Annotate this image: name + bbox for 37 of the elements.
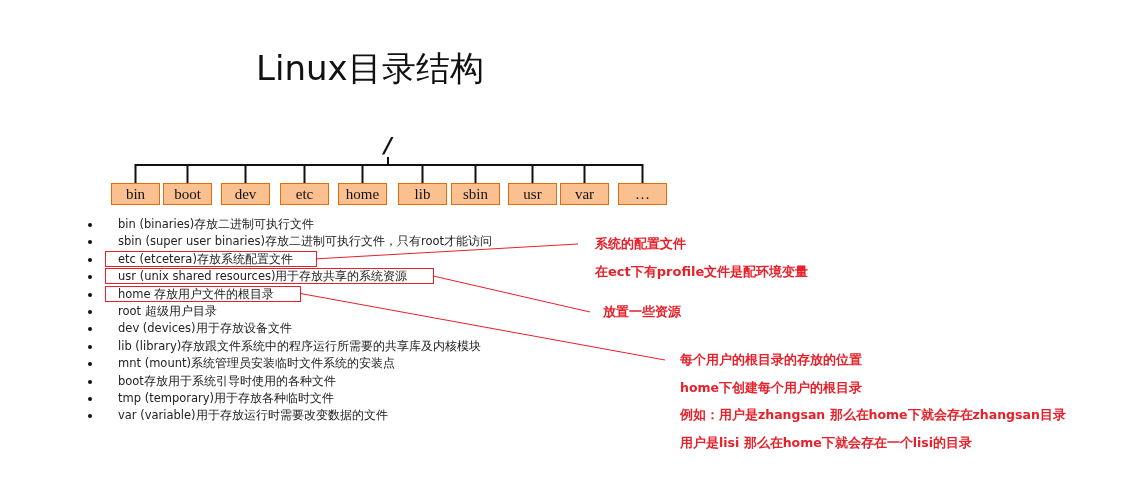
list-item-text: bin (binaries)存放二进制可执行文件 (118, 216, 315, 233)
annotation-text: 系统的配置文件 (595, 236, 687, 252)
annotation-text: 例如：用户是zhangsan 那么在home下就会存在zhangsan目录 (680, 407, 1066, 423)
directory-box: home (338, 183, 387, 205)
list-item-text: sbin (super user binaries)存放二进制可执行文件，只有root才能访问 (118, 233, 493, 251)
list-item-text: usr (unix shared resources)用于存放共享的系统资源 (118, 268, 408, 286)
directory-box: boot (163, 183, 212, 205)
list-item-text: dev (devices)用于存放设备文件 (118, 320, 292, 338)
highlight-box (105, 250, 317, 267)
title: Linux目录结构 (256, 47, 484, 90)
annotation-text: 在ect下有profile文件是配环境变量 (595, 264, 809, 280)
list-item-text: root 超级用户目录 (118, 303, 217, 320)
list-item-text: lib (library)存放跟文件系统中的程序运行所需要的共享库及内核模块 (118, 337, 482, 355)
root-directory-label: / (379, 135, 397, 157)
annotation-text: 每个用户的根目录的存放的位置 (680, 352, 863, 368)
list-item-text: home 存放用户文件的根目录 (118, 285, 275, 303)
directory-box: etc (280, 183, 329, 205)
annotation-text: 放置一些资源 (603, 304, 681, 320)
annotation-text: 用户是lisi 那么在home下就会存在一个lisi的目录 (680, 434, 973, 451)
leader-line (433, 275, 591, 313)
directory-box: … (618, 183, 667, 205)
directory-box: dev (221, 183, 270, 205)
list-item-text: etc (etcetera)存放系统配置文件 (118, 250, 293, 268)
directory-box: sbin (451, 183, 500, 205)
list-item-text: var (variable)用于存放运行时需要改变数据的文件 (118, 407, 388, 425)
list-item-text: mnt (mount)系统管理员安装临时文件系统的安装点 (118, 355, 395, 373)
directory-box: bin (111, 183, 160, 205)
highlight-box (105, 268, 434, 285)
list-item-text: tmp (temporary)用于存放各种临时文件 (118, 390, 335, 407)
leader-line (300, 293, 666, 361)
list-item-text: boot存放用于系统引导时使用的各种文件 (118, 372, 336, 390)
directory-box: usr (508, 183, 557, 205)
leader-line (316, 243, 579, 260)
directory-box: lib (398, 183, 447, 205)
highlight-box (105, 285, 301, 302)
directory-box: var (560, 183, 609, 205)
annotation-text: home下创建每个用户的根目录 (680, 379, 863, 396)
